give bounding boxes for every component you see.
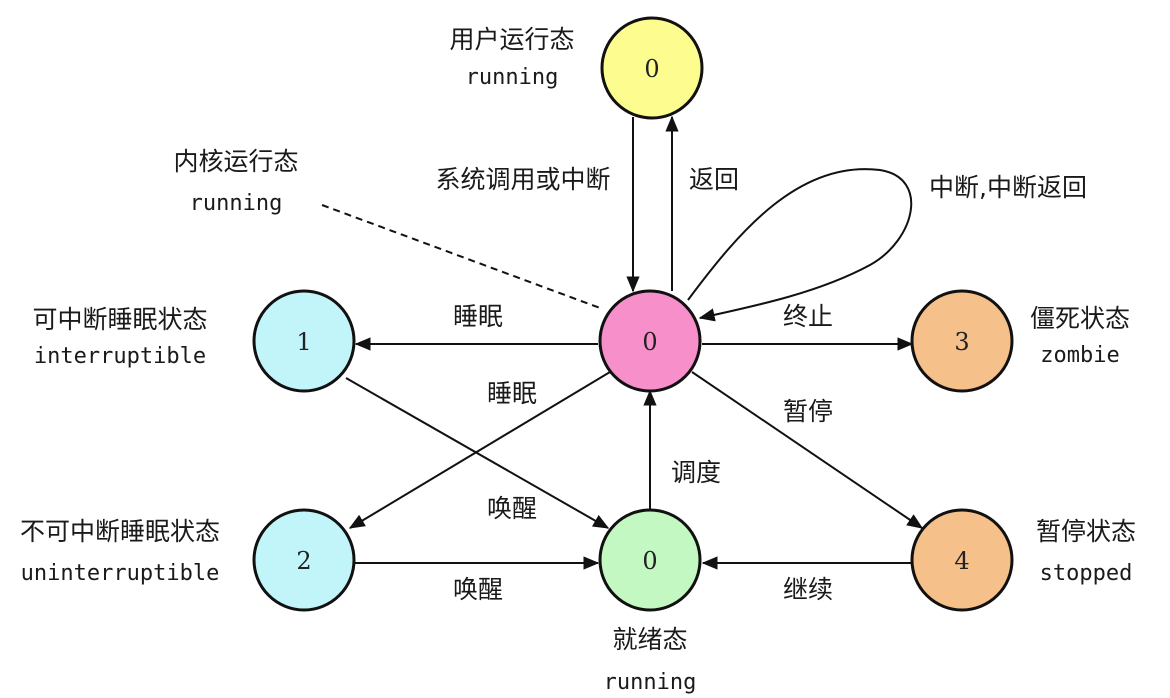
- node-interruptible: 1: [252, 289, 356, 393]
- label-kernel-running-cn: 内核运行态: [173, 147, 298, 176]
- node-circle: [598, 289, 702, 393]
- edge-label-continue: 继续: [783, 575, 833, 604]
- label-stopped-cn: 暂停状态: [1036, 517, 1136, 546]
- edge-sleep-uninterruptible: [348, 371, 611, 529]
- node-ready: 0: [598, 508, 702, 612]
- node-circle: [252, 289, 356, 393]
- node-circle: [598, 508, 702, 612]
- node-number: 3: [954, 328, 969, 356]
- node-uninterruptible: 2: [252, 508, 356, 612]
- edge-pause: [691, 371, 924, 529]
- node-circle: [910, 289, 1014, 393]
- edge-label-terminate: 终止: [783, 302, 833, 331]
- node-number: 2: [296, 547, 311, 575]
- label-uninterruptible-cn: 不可中断睡眠状态: [20, 517, 220, 546]
- label-kernel-running-en: running: [190, 191, 283, 216]
- kernel-label-pointer: [321, 204, 601, 309]
- node-number: 0: [644, 55, 659, 83]
- node-circle: [910, 508, 1014, 612]
- node-number: 4: [954, 547, 969, 575]
- edge-label-wake-uninterruptible: 唤醒: [453, 575, 503, 604]
- node-circle: [252, 508, 356, 612]
- label-ready-cn: 就绪态: [612, 625, 687, 654]
- label-stopped-en: stopped: [1040, 561, 1133, 586]
- edge-label-schedule: 调度: [671, 458, 721, 487]
- label-zombie-cn: 僵死状态: [1030, 304, 1130, 333]
- label-uninterruptible-en: uninterruptible: [21, 561, 220, 586]
- node-number: 0: [642, 547, 657, 575]
- edge-label-interrupt-loop: 中断,中断返回: [929, 173, 1087, 202]
- label-user-running-en: running: [466, 65, 559, 90]
- label-interruptible-cn: 可中断睡眠状态: [32, 305, 207, 334]
- node-kernel-running: 0: [598, 289, 702, 393]
- node-number: 0: [642, 328, 657, 356]
- edge-wake-interruptible: [345, 377, 610, 529]
- node-zombie: 3: [910, 289, 1014, 393]
- edge-label-pause: 暂停: [783, 397, 833, 426]
- label-zombie-en: zombie: [1040, 343, 1119, 368]
- node-stopped: 4: [910, 508, 1014, 612]
- edge-interrupt-loop: [687, 168, 913, 322]
- label-ready-en: running: [604, 670, 697, 695]
- node-circle: [600, 16, 704, 120]
- edge-label-sleep-interruptible: 睡眠: [453, 302, 503, 331]
- edge-label-sleep-uninterruptible: 睡眠: [487, 379, 537, 408]
- edge-label-return: 返回: [689, 165, 739, 194]
- label-user-running-cn: 用户运行态: [449, 25, 574, 54]
- edge-label-syscall: 系统调用或中断: [435, 165, 610, 194]
- label-interruptible-en: interruptible: [34, 344, 206, 369]
- edge-label-wake-interruptible: 唤醒: [487, 494, 537, 523]
- node-number: 1: [296, 328, 311, 356]
- node-user-running: 0: [600, 16, 704, 120]
